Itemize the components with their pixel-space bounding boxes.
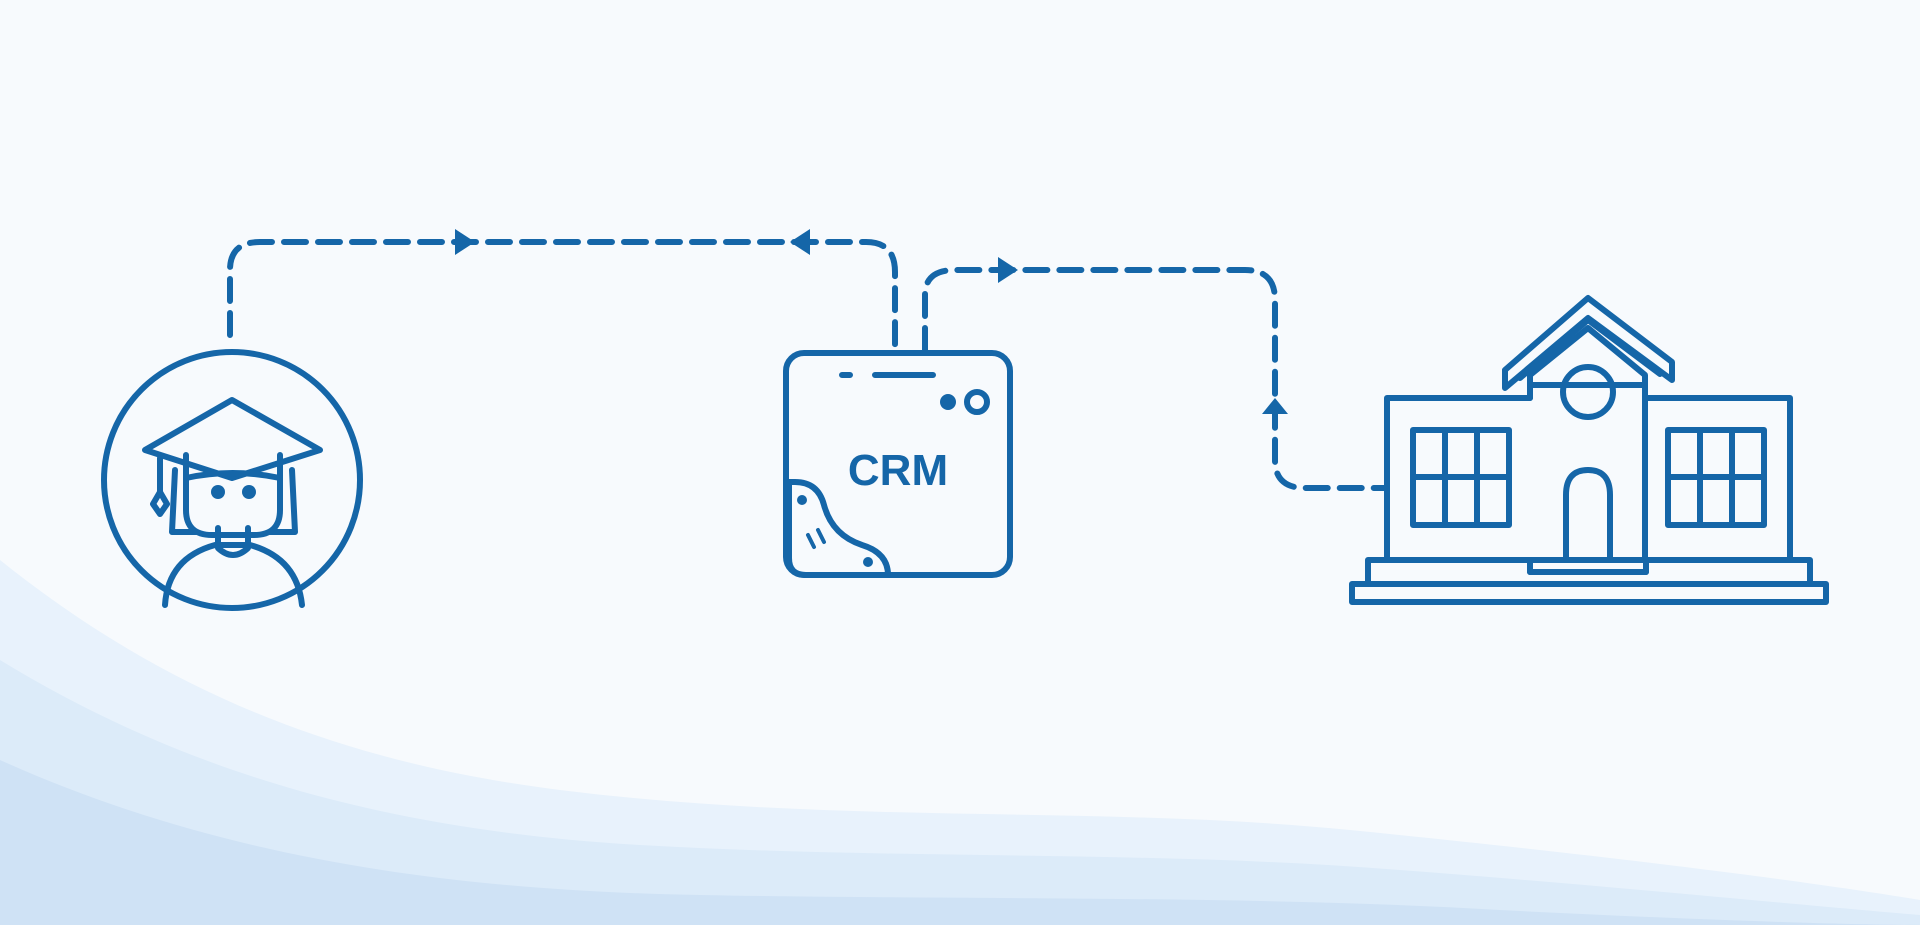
school-windows-left (1410, 427, 1512, 528)
student-neck (215, 525, 251, 558)
crm-corner-marks (806, 528, 826, 549)
crm-corner-panel (786, 479, 891, 578)
student-hair (169, 467, 298, 535)
school-building-icon (1349, 295, 1829, 605)
student-avatar-circle (101, 349, 363, 611)
background-waves (0, 560, 1920, 925)
school-window-grid (1665, 427, 1767, 528)
school-step-detail (1527, 569, 1649, 587)
connectors (227, 229, 1388, 491)
crm-corner-dot-a (797, 495, 807, 505)
arrow-forward-crm-school (998, 257, 1018, 283)
school-roof-outer (1502, 295, 1675, 391)
crm-dot-ring (964, 389, 990, 415)
school-window-grid (1410, 427, 1512, 528)
crm-label: CRM (848, 446, 948, 495)
wave-dark (0, 760, 1920, 925)
school-tower (1527, 325, 1648, 563)
school-door (1563, 467, 1613, 563)
student-cap-band (183, 463, 283, 481)
crm-corner-dot-b (863, 557, 873, 567)
student-eye-right (242, 485, 256, 499)
student-shoulders (162, 542, 305, 608)
connector-crm-to-school (922, 267, 1388, 491)
student-graduate-icon (101, 349, 363, 611)
school-windows-right (1665, 427, 1767, 528)
arrow-forward-student-crm (455, 229, 475, 255)
crm-dot-small (940, 394, 956, 410)
student-face (183, 452, 283, 538)
student-cap-top (142, 397, 323, 481)
school-roof-inner (1517, 317, 1663, 381)
student-eye-left (211, 485, 225, 499)
crm-device-icon: CRM (783, 350, 1013, 578)
crm-box (783, 350, 1013, 578)
connector-student-to-crm (227, 239, 898, 353)
student-tassel-end (150, 489, 170, 517)
wave-mid (0, 660, 1920, 925)
arrow-back-crm-student (790, 229, 810, 255)
school-round-window (1560, 364, 1616, 420)
arrow-up-school-crm (1262, 398, 1288, 414)
